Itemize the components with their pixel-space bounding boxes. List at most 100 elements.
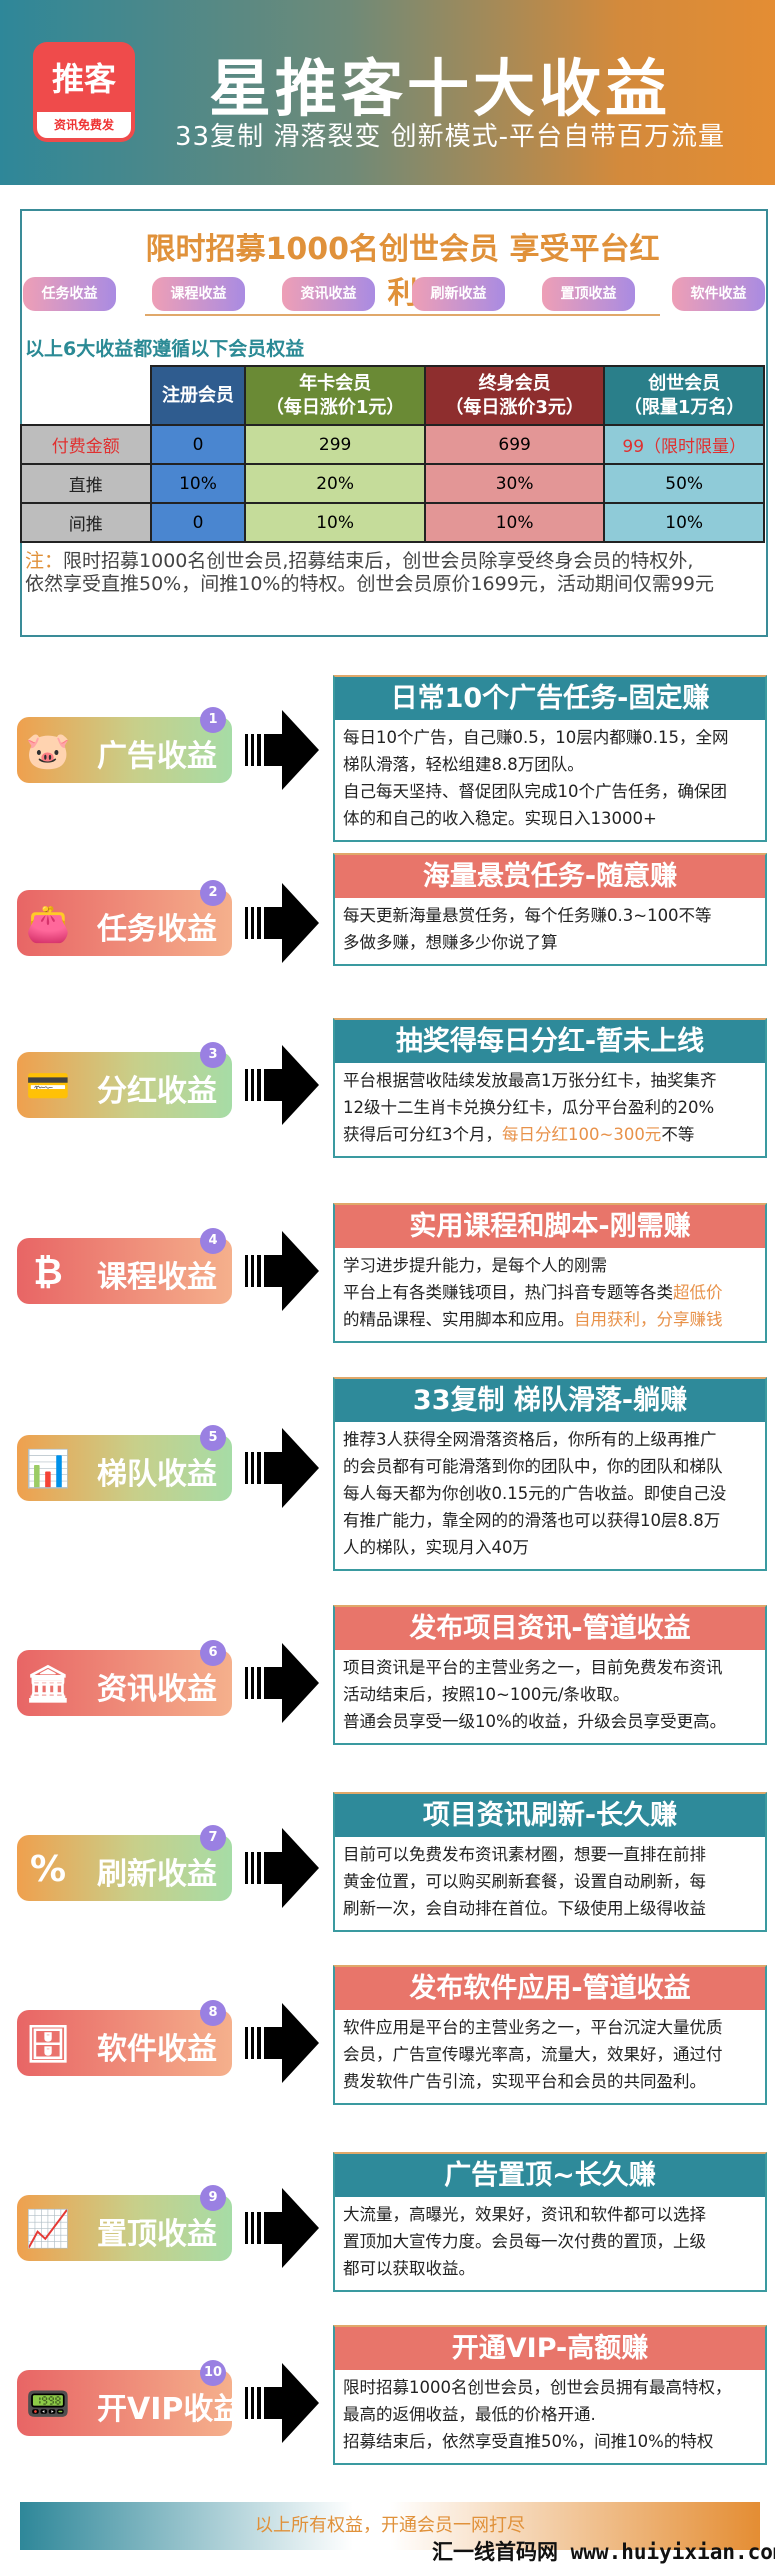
membership-table: 注册会员年卡会员（每日涨价1元）终身会员（每日涨价3元）创世会员（限量1万名）付…: [20, 365, 765, 543]
income-number-badge: 1: [200, 707, 226, 733]
body-line: 的精品课程、实用脚本和应用。自用获利，分享赚钱: [343, 1306, 759, 1333]
footer-banner: 以上所有权益，开通会员一网打尽: [20, 2502, 760, 2550]
body-text: 获得后可分红3个月，: [343, 1125, 502, 1144]
body-line: 有推广能力，靠全网的的滑落也可以获得10层8.8万: [343, 1507, 759, 1534]
body-line: 平台上有各类赚钱项目，热门抖音专题等各类超低价: [343, 1279, 759, 1306]
income-badge-label: 梯队收益: [97, 1457, 217, 1492]
income-number-badge: 8: [200, 2000, 226, 2026]
body-text: 招募结束后，依然享受直推50%，间推10%的特权: [343, 2432, 714, 2451]
body-line: 学习进步提升能力，是每个人的刚需: [343, 1252, 759, 1279]
body-text: 学习进步提升能力，是每个人的刚需: [343, 1256, 607, 1275]
safe-icon: 🗄: [25, 2024, 71, 2065]
income-card-body: 目前可以免费发布资讯素材圈，想要一直排在前排黄金位置，可以购买刷新套餐，设置自动…: [335, 1837, 765, 1930]
income-card-body: 项目资讯是平台的主营业务之一，目前免费发布资讯活动结束后，按照10~100元/条…: [335, 1650, 765, 1743]
body-text: 的精品课程、实用脚本和应用。: [343, 1310, 574, 1329]
highlight-text: 自用获利，分享赚钱: [574, 1310, 723, 1329]
table-corner-cell: [21, 366, 151, 426]
body-line: 招募结束后，依然享受直推50%，间推10%的特权: [343, 2428, 759, 2455]
income-number-badge: 4: [200, 1228, 226, 1254]
column-title: 注册会员: [161, 384, 234, 406]
income-number-badge: 3: [200, 1042, 226, 1068]
table-header-cell: 创世会员（限量1万名）: [603, 365, 765, 426]
body-text: 都可以获取收益。: [343, 2259, 475, 2278]
income-badge-label: 资讯收益: [97, 1672, 217, 1707]
table-cell: 0: [149, 502, 247, 543]
highlight-text: 每日分红100~300元: [502, 1125, 662, 1144]
income-number-badge: 10: [200, 2360, 226, 2386]
body-line: 每日10个广告，自己赚0.5，10层内都赚0.15，全网: [343, 724, 759, 751]
table-cell: 50%: [603, 463, 765, 504]
piggy-bank-icon: 🐷: [25, 731, 71, 772]
income-card-title: 实用课程和脚本-刚需赚: [335, 1205, 765, 1248]
income-pill[interactable]: 刷新收益: [412, 277, 505, 311]
table-header-cell: 注册会员: [149, 365, 247, 426]
table-cell: 99（限时限量）: [603, 424, 765, 465]
body-text: 自己每天坚持、督促团队完成10个广告任务，确保团: [343, 782, 727, 801]
table-header-cell: 年卡会员（每日涨价1元）: [244, 365, 426, 426]
income-card-body: 学习进步提升能力，是每个人的刚需平台上有各类赚钱项目，热门抖音专题等各类超低价的…: [335, 1248, 765, 1341]
body-text: 大流量，高曝光，效果好，资讯和软件都可以选择: [343, 2205, 706, 2224]
bar-chart-icon: 📊: [25, 1449, 71, 1490]
income-pill[interactable]: 置顶收益: [542, 277, 635, 311]
income-number-badge: 6: [200, 1640, 226, 1666]
table-header-cell: 终身会员（每日涨价3元）: [423, 365, 606, 426]
body-line: 推荐3人获得全网滑落资格后，你所有的上级再推广: [343, 1426, 759, 1453]
row-label: 付费金额: [20, 424, 152, 465]
body-text: 12级十二生肖卡兑换分红卡，瓜分平台盈利的20%: [343, 1098, 715, 1117]
income-card: 日常10个广告任务-固定赚每日10个广告，自己赚0.5，10层内都赚0.15，全…: [333, 675, 767, 842]
body-line: 12级十二生肖卡兑换分红卡，瓜分平台盈利的20%: [343, 1094, 759, 1121]
body-line: 多做多赚，想赚多少你说了算: [343, 929, 759, 956]
income-card-title: 抽奖得每日分红-暂未上线: [335, 1020, 765, 1063]
body-text: 每人每天都为你创收0.15元的广告收益。即使自己没: [343, 1484, 727, 1503]
percent-tag-icon: %: [29, 1849, 67, 1890]
body-line: 目前可以免费发布资讯素材圈，想要一直排在前排: [343, 1841, 759, 1868]
income-badge-label: 置顶收益: [97, 2217, 217, 2252]
income-card-body: 大流量，高曝光，效果好，资讯和软件都可以选择置顶加大宣传力度。会员每一次付费的置…: [335, 2197, 765, 2290]
body-line: 大流量，高曝光，效果好，资讯和软件都可以选择: [343, 2201, 759, 2228]
income-pill[interactable]: 课程收益: [152, 277, 245, 311]
body-line: 体的和自己的收入稳定。实现日入13000+: [343, 805, 759, 832]
income-card: 海量悬赏任务-随意赚每天更新海量悬赏任务，每个任务赚0.3~100不等多做多赚，…: [333, 853, 767, 966]
body-text: 的会员都有可能滑落到你的团队中，你的团队和梯队: [343, 1457, 723, 1476]
body-line: 置顶加大宣传力度。会员每一次付费的置顶，上级: [343, 2228, 759, 2255]
column-subtitle: （限量1万名）: [623, 396, 745, 418]
income-pill[interactable]: 资讯收益: [282, 277, 375, 311]
income-number-badge: 5: [200, 1425, 226, 1451]
body-text: 最高的返佣收益，最低的价格开通.: [343, 2405, 596, 2424]
income-card-body: 每天更新海量悬赏任务，每个任务赚0.3~100不等多做多赚，想赚多少你说了算: [335, 898, 765, 964]
income-card-title: 海量悬赏任务-随意赚: [335, 855, 765, 898]
body-text: 费发软件广告引流，实现平台和会员的共同盈利。: [343, 2072, 706, 2091]
body-text: 体的和自己的收入稳定。实现日入13000+: [343, 809, 657, 828]
table-cell: 299: [244, 424, 426, 465]
body-text: 普通会员享受一级10%的收益，升级会员享受更高。: [343, 1712, 727, 1731]
arrow-right-icon: [245, 1231, 319, 1311]
watermark: 汇一线首码网 www.huiyixian.com: [432, 2540, 775, 2564]
table-cell: 0: [149, 424, 247, 465]
income-card-title: 发布项目资讯-管道收益: [335, 1607, 765, 1650]
body-text: 活动结束后，按照10~100元/条收取。: [343, 1685, 630, 1704]
income-card: 33复制 梯队滑落-躺赚推荐3人获得全网滑落资格后，你所有的上级再推广的会员都有…: [333, 1377, 767, 1571]
body-text: 每天更新海量悬赏任务，每个任务赚0.3~100不等: [343, 906, 712, 925]
body-line: 获得后可分红3个月，每日分红100~300元不等: [343, 1121, 759, 1148]
body-text: 项目资讯是平台的主营业务之一，目前免费发布资讯: [343, 1658, 723, 1677]
income-card: 广告置顶~长久赚大流量，高曝光，效果好，资讯和软件都可以选择置顶加大宣传力度。会…: [333, 2152, 767, 2292]
income-pill[interactable]: 软件收益: [672, 277, 765, 311]
app-logo: 推客 资讯免费发: [33, 42, 135, 142]
income-badge-label: 课程收益: [97, 1260, 217, 1295]
body-line: 会员，广告宣传曝光率高，流量大，效果好，通过付: [343, 2041, 759, 2068]
income-pill[interactable]: 任务收益: [23, 277, 116, 311]
membership-note: 注：限时招募1000名创世会员,招募结束后，创世会员除享受终身会员的特权外, 依…: [25, 550, 765, 596]
column-subtitle: （每日涨价1元）: [265, 396, 405, 418]
body-line: 自己每天坚持、督促团队完成10个广告任务，确保团: [343, 778, 759, 805]
